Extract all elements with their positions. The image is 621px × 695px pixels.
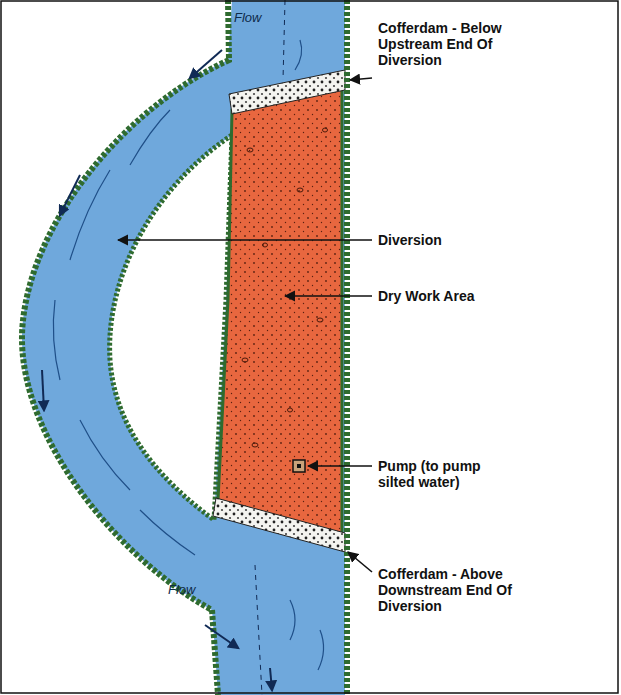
flow-label: Flow bbox=[234, 10, 294, 26]
dry-work-area-texture bbox=[218, 88, 342, 535]
downstream-cofferdam bbox=[213, 498, 345, 552]
callout-label: Cofferdam - Below Upstream End Of Divers… bbox=[378, 20, 528, 68]
flow-centerline bbox=[255, 0, 285, 695]
pump-core bbox=[297, 464, 301, 468]
island bbox=[110, 135, 232, 520]
callout-label: Pump (to pump silted water) bbox=[378, 458, 508, 490]
ripples bbox=[53, 40, 323, 670]
callout-label: Diversion bbox=[378, 232, 578, 248]
flow-label: Flow bbox=[168, 582, 228, 598]
callout-label: Dry Work Area bbox=[378, 288, 578, 304]
grass-banks bbox=[22, 0, 347, 695]
water bbox=[22, 0, 345, 695]
flow-arrows bbox=[42, 50, 272, 690]
pebbles bbox=[242, 128, 328, 447]
upstream-cofferdam bbox=[229, 70, 345, 114]
dry-work-area bbox=[218, 88, 342, 535]
callout-label: Cofferdam - Above Downstream End Of Dive… bbox=[378, 566, 528, 614]
pump-symbol bbox=[293, 460, 305, 472]
leader-lines bbox=[118, 78, 372, 572]
